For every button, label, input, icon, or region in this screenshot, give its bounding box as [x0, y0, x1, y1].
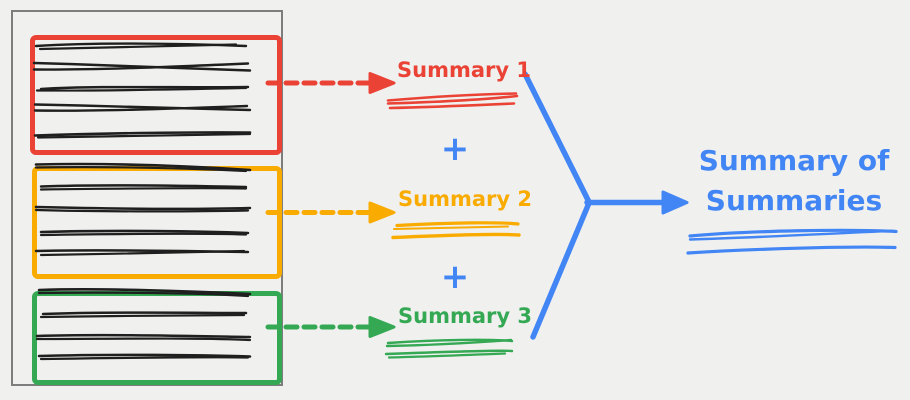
merge-arrow	[522, 71, 689, 340]
section-1-text-scribbles	[32, 42, 252, 139]
summary-2-scribble	[391, 221, 521, 240]
plus-operator-2: +	[440, 257, 470, 297]
result-scribble	[686, 228, 898, 255]
summary-1-scribble	[386, 92, 519, 110]
section-3-text-scribbles	[35, 288, 252, 361]
arrow-section2-to-summary2	[265, 201, 396, 224]
summary-3-label: Summary 3	[398, 304, 532, 328]
arrow-section3-to-summary3	[265, 316, 396, 338]
document-section-1	[30, 35, 282, 155]
summary-2-label: Summary 2	[398, 187, 532, 211]
summary-of-summaries-label: Summary of Summaries	[698, 144, 890, 217]
summary-1-label: Summary 1	[397, 58, 531, 82]
section-2-text-scribbles	[34, 162, 252, 257]
arrow-section1-to-summary1	[265, 72, 396, 94]
plus-operator-1: +	[440, 129, 470, 169]
summary-3-scribble	[384, 338, 514, 359]
